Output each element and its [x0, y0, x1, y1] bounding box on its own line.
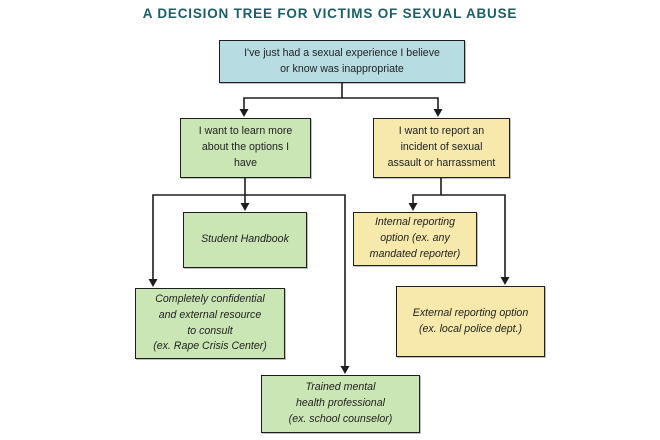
- node-internal-reporting-label: Internal reporting option (ex. any manda…: [369, 216, 461, 260]
- arrowhead-to-internal: [408, 203, 418, 211]
- node-mental-health-label: Trained mental health professional (ex. …: [288, 381, 393, 425]
- arrowhead-to-counselor: [340, 366, 350, 374]
- arrowhead-to-external: [500, 277, 510, 285]
- node-mental-health: Trained mental health professional (ex. …: [261, 375, 420, 433]
- node-root-label: I've just had a sexual experience I beli…: [244, 46, 440, 75]
- node-student-handbook: Student Handbook: [183, 212, 307, 268]
- arrowhead-to-report: [433, 109, 443, 117]
- node-report-incident-label: I want to report an incident of sexual a…: [387, 125, 496, 169]
- node-external-reporting-label: External reporting option (ex. local pol…: [412, 306, 529, 335]
- node-internal-reporting: Internal reporting option (ex. any manda…: [353, 212, 477, 266]
- arrowhead-to-confidential: [148, 279, 158, 287]
- page-title: A DECISION TREE FOR VICTIMS OF SEXUAL AB…: [142, 6, 518, 21]
- node-root: I've just had a sexual experience I beli…: [219, 40, 465, 83]
- node-learn-options-label: I want to learn more about the options I…: [198, 125, 293, 169]
- node-student-handbook-label: Student Handbook: [201, 233, 289, 246]
- node-external-reporting: External reporting option (ex. local pol…: [396, 286, 545, 357]
- arrowhead-to-learn: [239, 109, 249, 117]
- arrowhead-to-handbook: [240, 203, 250, 211]
- node-confidential-resource: Completely confidential and external res…: [135, 288, 285, 359]
- node-report-incident: I want to report an incident of sexual a…: [373, 118, 510, 178]
- node-confidential-resource-label: Completely confidential and external res…: [153, 292, 267, 353]
- node-learn-options: I want to learn more about the options I…: [180, 118, 311, 178]
